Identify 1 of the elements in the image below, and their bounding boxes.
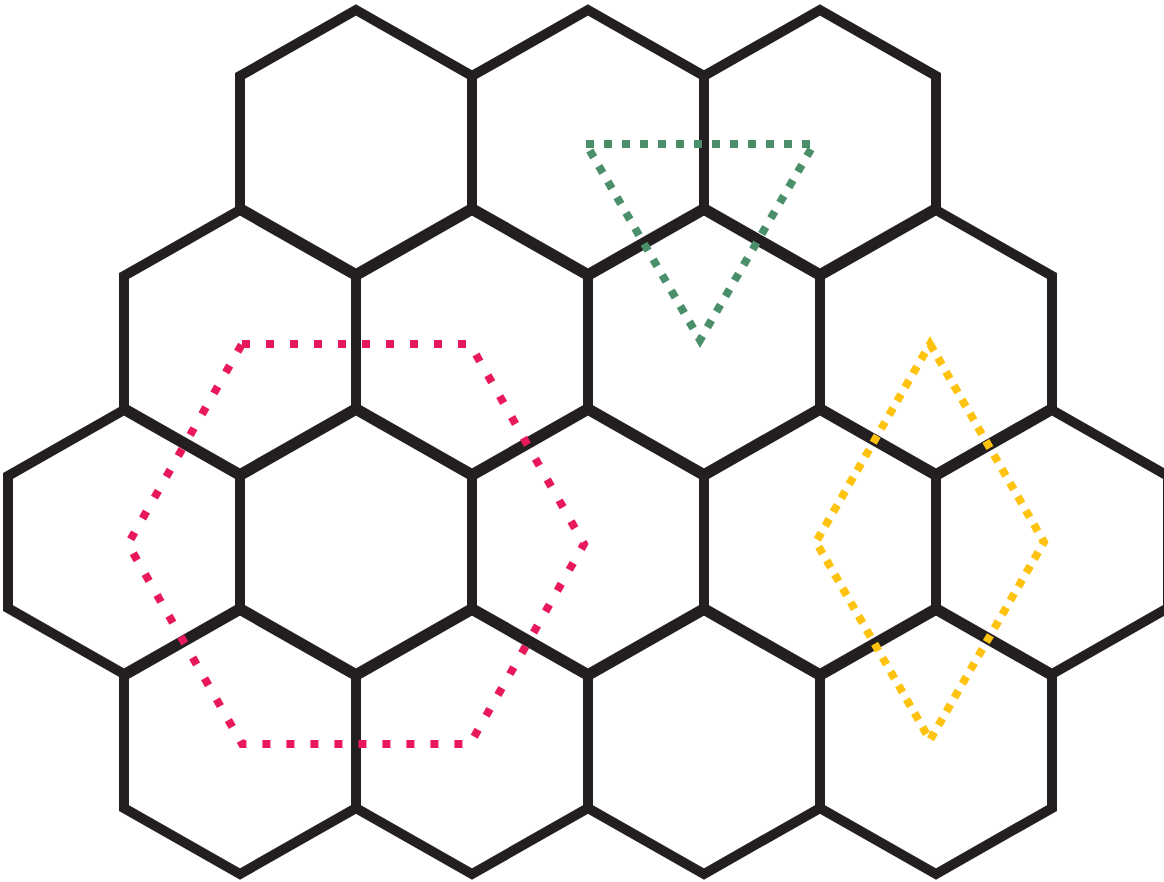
dotted-hexagon bbox=[123, 340, 589, 748]
